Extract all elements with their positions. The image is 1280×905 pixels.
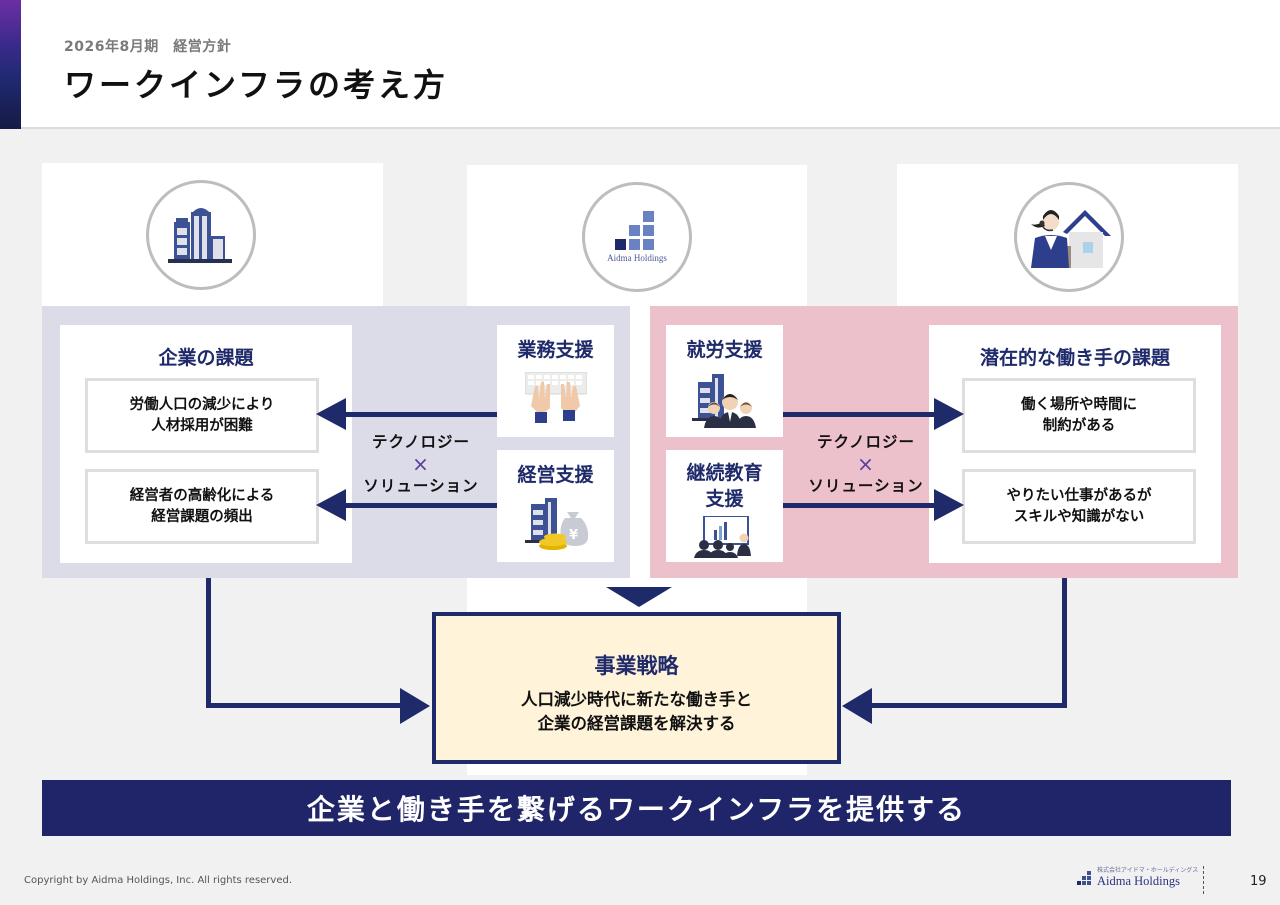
solution-line: ソリューション	[808, 477, 924, 495]
tech-line: テクノロジー	[816, 433, 916, 451]
aidma-logo-text: Aidma Holdings	[607, 253, 667, 263]
footer-logo-small-text: 株式会社アイドマ・ホールディングス	[1097, 867, 1199, 874]
tech-solution-label-left: テクノロジー × ソリューション	[352, 431, 490, 497]
arrow-left-icon	[316, 398, 346, 430]
arrow-line	[345, 412, 497, 417]
arrow-down-icon	[606, 587, 672, 607]
footer-logo-name: Aidma Holdings	[1097, 874, 1180, 888]
arrow-left-icon	[842, 688, 872, 724]
banner-text: 企業と働き手を繋げるワークインフラを提供する	[306, 793, 967, 826]
arrow-right-icon	[934, 398, 964, 430]
slide-subtitle: 2026年8月期 経営方針	[64, 39, 232, 55]
conclusion-banner: 企業と働き手を繋げるワークインフラを提供する	[42, 780, 1231, 836]
arrow-left-icon	[316, 489, 346, 521]
slide-title: ワークインフラの考え方	[64, 66, 449, 104]
worker-issues-title: 潜在的な働き手の課題	[979, 347, 1170, 369]
tech-solution-label-right: テクノロジー × ソリューション	[797, 431, 935, 497]
accent-bar	[0, 0, 21, 129]
solution-line: ソリューション	[363, 477, 479, 495]
connector-right-vertical	[1062, 578, 1067, 708]
footer-divider	[1203, 866, 1204, 894]
building-people-icon	[692, 374, 756, 428]
support-label: 継続教育 支援	[686, 462, 763, 510]
times-icon: ×	[412, 452, 430, 476]
page-number: 19	[1250, 874, 1267, 889]
worker-headset-house-icon	[1031, 210, 1111, 268]
connector-left-horizontal	[206, 703, 402, 708]
continuing-education-support-card: 継続教育 支援	[666, 450, 783, 562]
support-label: 業務支援	[517, 339, 594, 361]
support-label: 就労支援	[686, 339, 763, 361]
aidma-holdings-logo	[615, 211, 654, 250]
copyright-text: Copyright by Aidma Holdings, Inc. All ri…	[24, 875, 293, 886]
worker-issues-card: 潜在的な働き手の課題 働く場所や時間に 制約がある やりたい仕事があるが スキル…	[929, 325, 1221, 563]
company-issues-card: 企業の課題 労働人口の減少により 人材採用が困難 経営者の高齢化による 経営課題…	[60, 325, 352, 563]
support-label: 経営支援	[517, 464, 594, 486]
company-issue-item: 労働人口の減少により 人材採用が困難	[85, 378, 319, 453]
arrow-line	[783, 412, 935, 417]
times-icon: ×	[857, 452, 875, 476]
aidma-circle: Aidma Holdings	[582, 182, 692, 292]
company-issue-item: 経営者の高齢化による 経営課題の頻出	[85, 469, 319, 544]
worker-issue-item: やりたい仕事があるが スキルや知識がない	[962, 469, 1196, 544]
strategy-text: 人口減少時代に新たな働き手と 企業の経営課題を解決する	[521, 690, 752, 733]
business-support-card: 業務支援	[497, 325, 614, 437]
footer-logo: 株式会社アイドマ・ホールディングス Aidma Holdings	[1077, 867, 1198, 888]
company-issues-title: 企業の課題	[158, 347, 254, 369]
company-circle	[146, 180, 256, 290]
keyboard-hands-icon	[525, 372, 587, 423]
slide-header	[0, 0, 1280, 129]
connector-right-horizontal	[870, 703, 1067, 708]
building-money-icon: ¥	[525, 498, 589, 550]
arrow-right-icon	[934, 489, 964, 521]
arrow-line	[345, 503, 497, 508]
employment-support-card: 就労支援	[666, 325, 783, 437]
presentation-audience-icon	[694, 516, 751, 558]
tech-line: テクノロジー	[371, 433, 471, 451]
aidma-logo-icon	[1077, 870, 1091, 885]
business-strategy-box: 事業戦略 人口減少時代に新たな働き手と 企業の経営課題を解決する	[432, 612, 841, 764]
connector-left-vertical	[206, 578, 211, 708]
management-support-card: 経営支援 ¥	[497, 450, 614, 562]
arrow-line	[783, 503, 935, 508]
office-building-icon	[168, 208, 232, 263]
worker-issue-item: 働く場所や時間に 制約がある	[962, 378, 1196, 453]
strategy-title: 事業戦略	[594, 654, 679, 678]
arrow-right-icon	[400, 688, 430, 724]
worker-circle	[1014, 182, 1124, 292]
svg-text:¥: ¥	[569, 528, 578, 543]
